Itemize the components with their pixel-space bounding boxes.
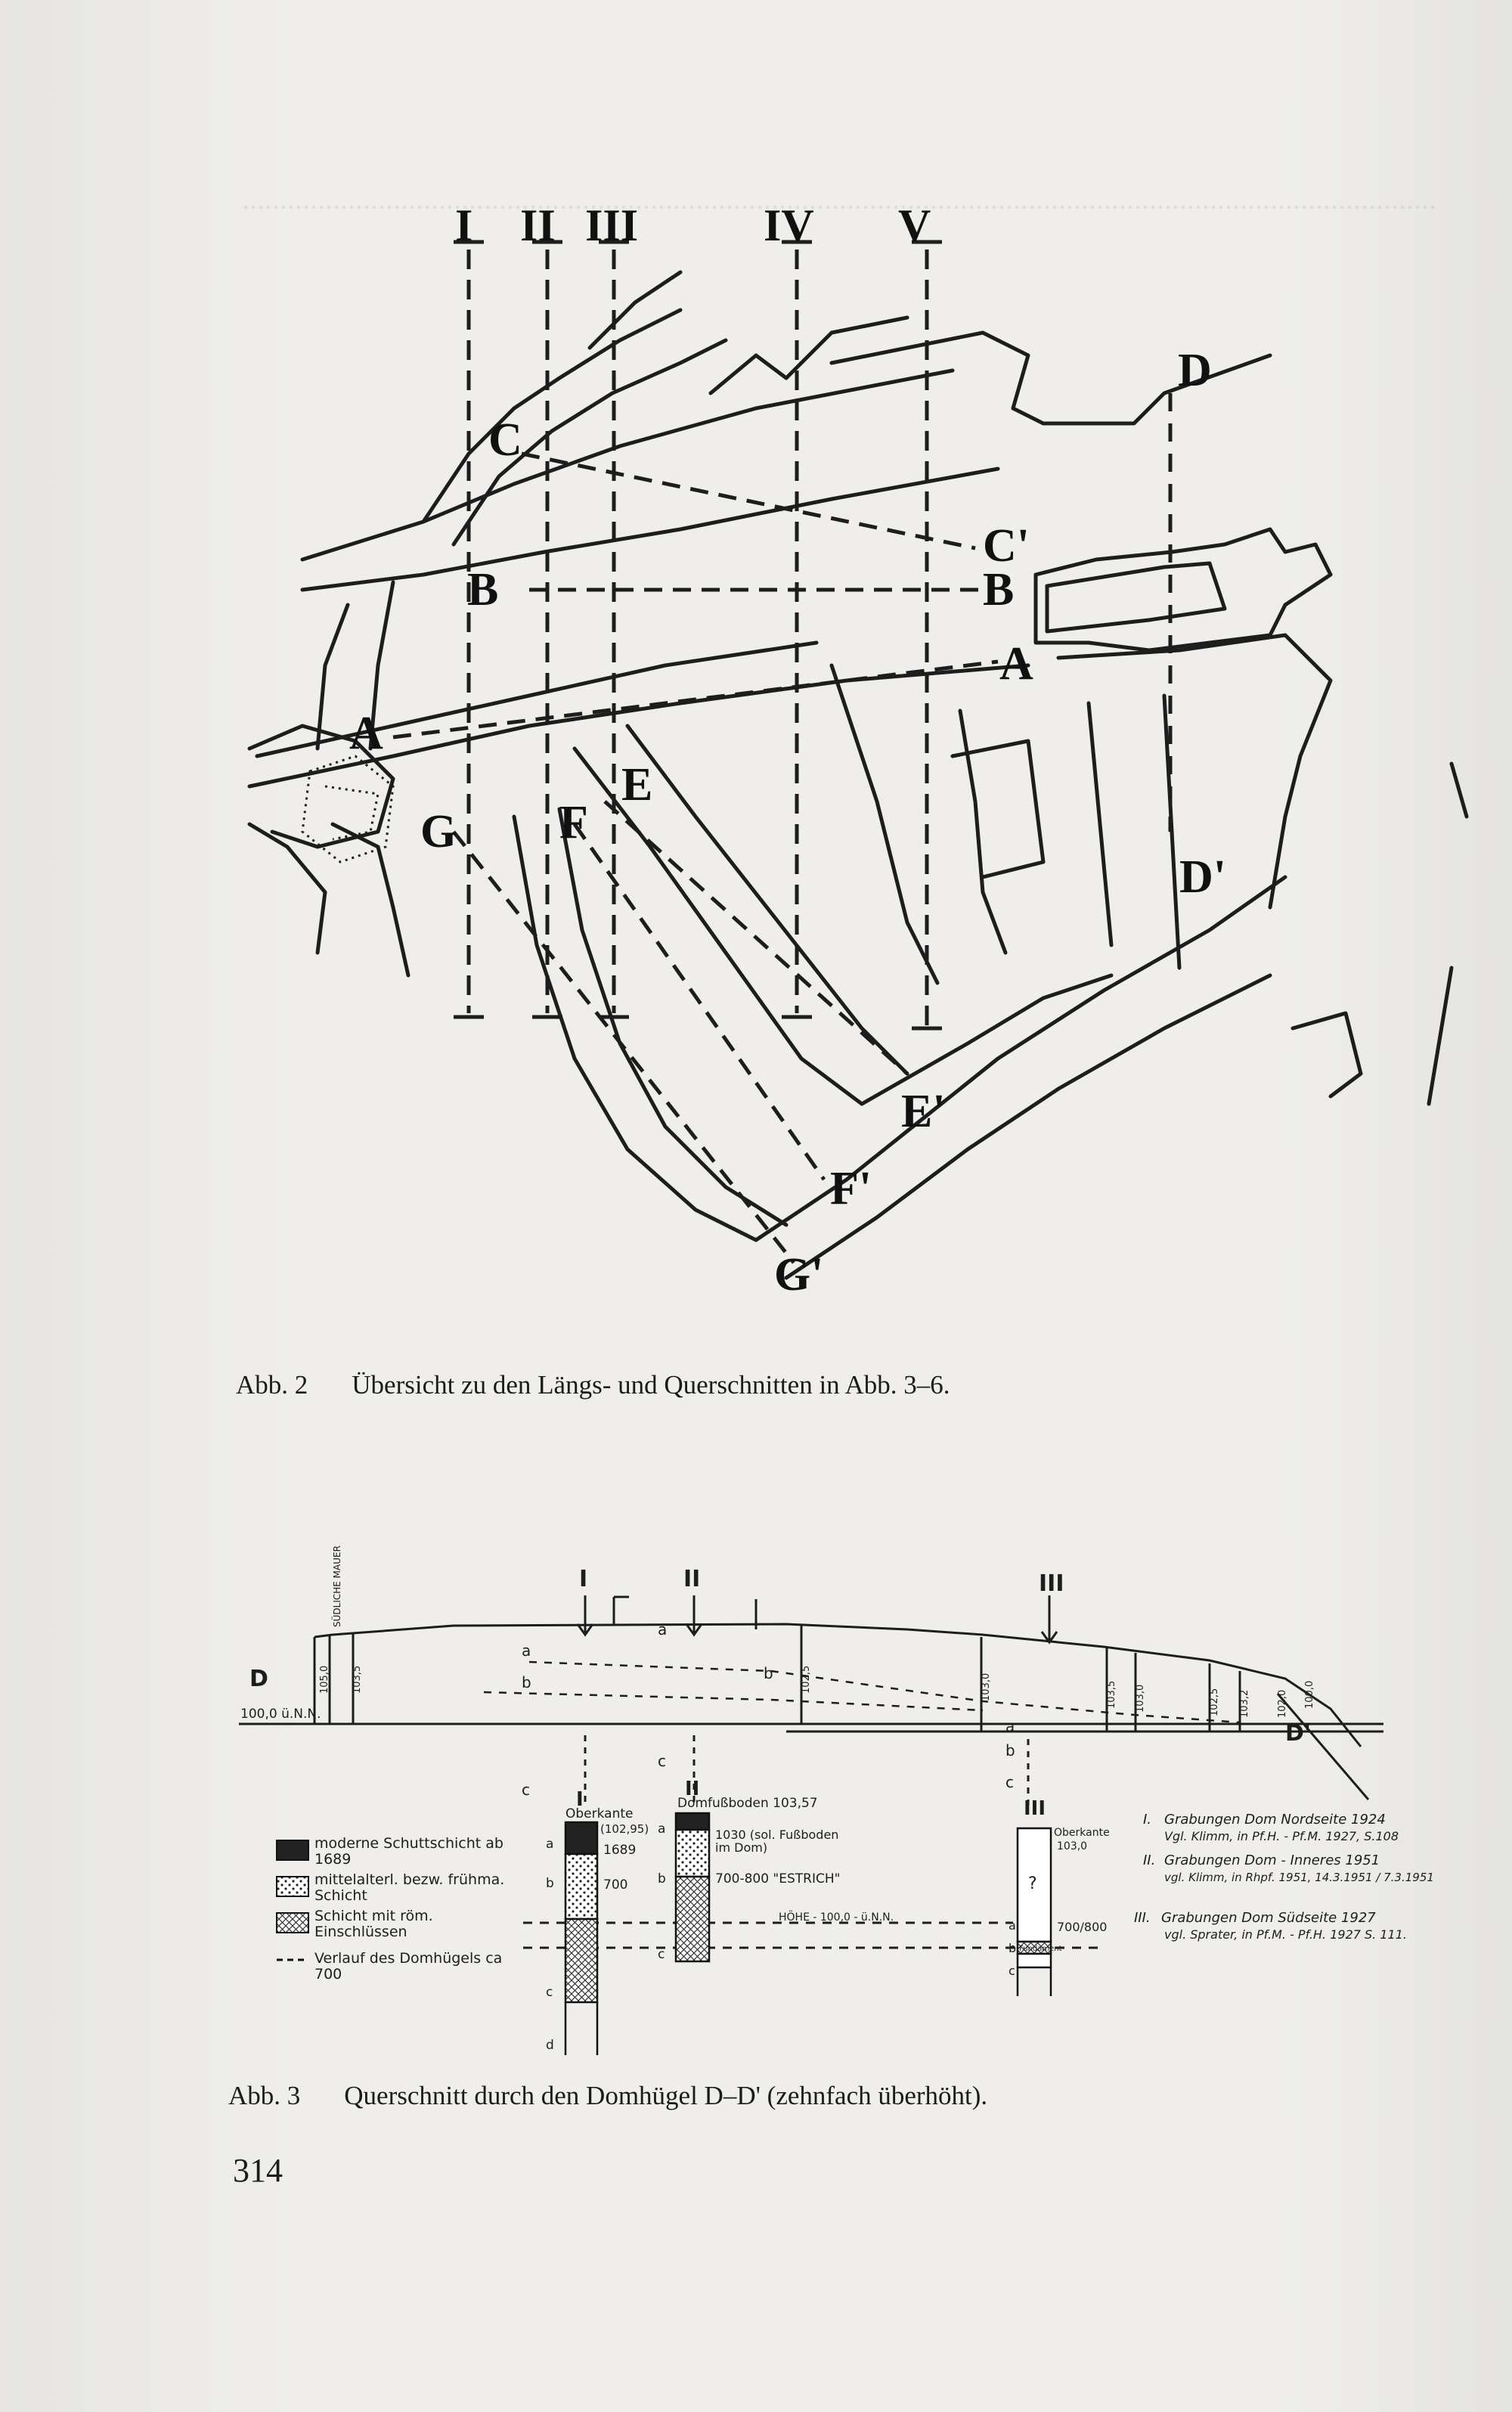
note-3-line2: vgl. Sprater, in Pf.M. - Pf.H. 1927 S. 1… bbox=[1164, 1927, 1407, 1942]
level-label-6: 103,0 bbox=[1135, 1685, 1146, 1713]
label-B: B bbox=[467, 564, 498, 615]
column-I-layer-d: d bbox=[546, 2038, 554, 2053]
marker-I: I bbox=[579, 1566, 587, 1592]
label-V: V bbox=[898, 200, 931, 250]
note-2-line2: vgl. Klimm, in Rhpf. 1951, 14.3.1951 / 7… bbox=[1164, 1871, 1434, 1884]
column-II-layer-a: a bbox=[658, 1821, 665, 1837]
figure-2-caption: Abb. 2 Übersicht zu den Längs- und Quersc… bbox=[236, 1370, 950, 1400]
note-1-num: I. bbox=[1143, 1812, 1151, 1828]
layer-b-mid: b bbox=[764, 1664, 773, 1682]
figure-3-caption: Abb. 3 Querschnitt durch den Domhügel D–D… bbox=[228, 2081, 987, 2111]
legend-swatch-cross bbox=[276, 1912, 309, 1933]
label-A-end: A bbox=[999, 638, 1033, 690]
bleed-through-text: ........................................… bbox=[242, 181, 1436, 215]
level-label-4: 103,0 bbox=[981, 1673, 992, 1701]
legend-swatch-dark bbox=[276, 1840, 309, 1861]
note-3-line1: Grabungen Dom Südseite 1927 bbox=[1161, 1910, 1376, 1926]
column-II-head: Domfußboden 103,57 bbox=[677, 1796, 818, 1811]
layer-a-right: a bbox=[1005, 1717, 1015, 1735]
hoehe-label: HÖHE - 100,0 - ü.N.N. bbox=[779, 1910, 894, 1924]
column-III-head2: 103,0 bbox=[1057, 1840, 1087, 1852]
column-III-value-1: ? bbox=[1028, 1874, 1037, 1893]
wall-label: SÜDLICHE MAUER bbox=[330, 1545, 342, 1627]
legend-label-2: mittelalterl. bezw. frühma. Schicht bbox=[314, 1872, 505, 1904]
profile-label-D: D bbox=[249, 1666, 268, 1692]
marker-III: III bbox=[1039, 1570, 1064, 1597]
layer-c-right: c bbox=[1005, 1773, 1014, 1791]
level-label-8: 103,2 bbox=[1239, 1690, 1250, 1718]
label-F-prime: F' bbox=[830, 1163, 872, 1214]
label-III: III bbox=[585, 200, 638, 250]
note-1-line2: Vgl. Klimm, in Pf.H. - Pf.M. 1927, S.108 bbox=[1164, 1829, 1399, 1843]
label-D-prime: D' bbox=[1179, 851, 1226, 903]
legend-label-4: Verlauf des Domhügels ca 700 bbox=[314, 1951, 503, 1983]
note-2-num: II. bbox=[1143, 1852, 1155, 1868]
column-III-layer-a: a bbox=[1009, 1918, 1016, 1933]
column-III-layer-b: b bbox=[1009, 1941, 1016, 1955]
column-III-layer-c: c bbox=[1009, 1964, 1015, 1978]
label-E: E bbox=[621, 759, 652, 811]
column-I-value-1: 1689 bbox=[603, 1843, 636, 1858]
column-III-value-2: 700/800 bbox=[1057, 1920, 1107, 1934]
column-I-head2: (102,95) bbox=[600, 1822, 649, 1836]
level-label-10: 100,0 bbox=[1304, 1681, 1315, 1709]
layer-b-left: b bbox=[522, 1673, 531, 1691]
layer-c-mid: c bbox=[658, 1752, 666, 1770]
label-D: D bbox=[1178, 345, 1212, 396]
column-II-layer-b: b bbox=[658, 1871, 666, 1887]
level-label-7: 102,5 bbox=[1209, 1688, 1220, 1716]
figure-2-caption-text: Übersicht zu den Längs- und Querschnitte… bbox=[352, 1370, 950, 1400]
column-II-value-2: 700-800 "ESTRICH" bbox=[715, 1871, 840, 1887]
note-2-line1: Grabungen Dom - Inneres 1951 bbox=[1164, 1852, 1380, 1868]
column-II-title: II bbox=[685, 1778, 699, 1800]
legend-label-1: moderne Schuttschicht ab 1689 bbox=[314, 1836, 503, 1868]
label-E-prime: E' bbox=[901, 1086, 946, 1137]
legend-swatch-dots bbox=[276, 1876, 309, 1897]
column-I-layer-b: b bbox=[546, 1876, 554, 1891]
column-I-layer-a: a bbox=[546, 1837, 553, 1852]
label-G: G bbox=[420, 806, 457, 857]
level-label-1: 105,0 bbox=[319, 1666, 330, 1694]
page-number: 314 bbox=[233, 2152, 283, 2189]
column-II-layer-c: c bbox=[658, 1947, 665, 1962]
figure-2-plan: I II III IV V A B C D E F G A B C' D' E'… bbox=[247, 200, 1469, 1301]
label-I: I bbox=[455, 200, 472, 250]
layer-b-right: b bbox=[1005, 1741, 1015, 1759]
column-I-title: I bbox=[576, 1788, 584, 1811]
marker-II: II bbox=[683, 1566, 700, 1592]
figure-3-label: Abb. 3 bbox=[228, 2081, 301, 2110]
layer-a-top: a bbox=[658, 1620, 667, 1638]
legend-label-3: Schicht mit röm. Einschlüssen bbox=[314, 1908, 433, 1940]
label-B-end: B bbox=[983, 564, 1014, 615]
figure-2-label: Abb. 2 bbox=[236, 1370, 308, 1400]
label-C: C bbox=[488, 414, 522, 466]
level-label-3: 102,5 bbox=[801, 1666, 812, 1694]
label-C-prime: C' bbox=[983, 520, 1030, 572]
label-F: F bbox=[559, 797, 588, 848]
label-II: II bbox=[520, 200, 556, 250]
baseline-label: 100,0 ü.N.N. bbox=[240, 1707, 321, 1722]
profile-label-D-prime: D' bbox=[1285, 1720, 1311, 1747]
column-II-value-1: 1030 (sol. Fußboden im Dom) bbox=[715, 1828, 839, 1855]
layer-c-left: c bbox=[522, 1781, 530, 1799]
figure-3-caption-text: Querschnitt durch den Domhügel D–D' (zeh… bbox=[344, 2081, 988, 2110]
column-III-title: III bbox=[1024, 1797, 1046, 1820]
note-3-num: III. bbox=[1134, 1910, 1151, 1926]
level-label-2: 103,5 bbox=[352, 1666, 363, 1694]
label-A: A bbox=[349, 708, 383, 759]
level-label-5: 103,5 bbox=[1106, 1681, 1117, 1709]
column-III-box-label: Fundament bbox=[1019, 1945, 1062, 1953]
column-III-head: Oberkante bbox=[1054, 1827, 1110, 1839]
layer-a-left: a bbox=[522, 1642, 531, 1660]
level-label-9: 102,0 bbox=[1277, 1690, 1288, 1718]
note-1-line1: Grabungen Dom Nordseite 1924 bbox=[1164, 1812, 1386, 1828]
column-I-value-2: 700 bbox=[603, 1877, 627, 1893]
column-I-layer-c: c bbox=[546, 1985, 553, 2000]
column-I-head: Oberkante bbox=[565, 1806, 633, 1821]
label-G-prime: G' bbox=[774, 1249, 823, 1301]
label-IV: IV bbox=[764, 200, 814, 250]
